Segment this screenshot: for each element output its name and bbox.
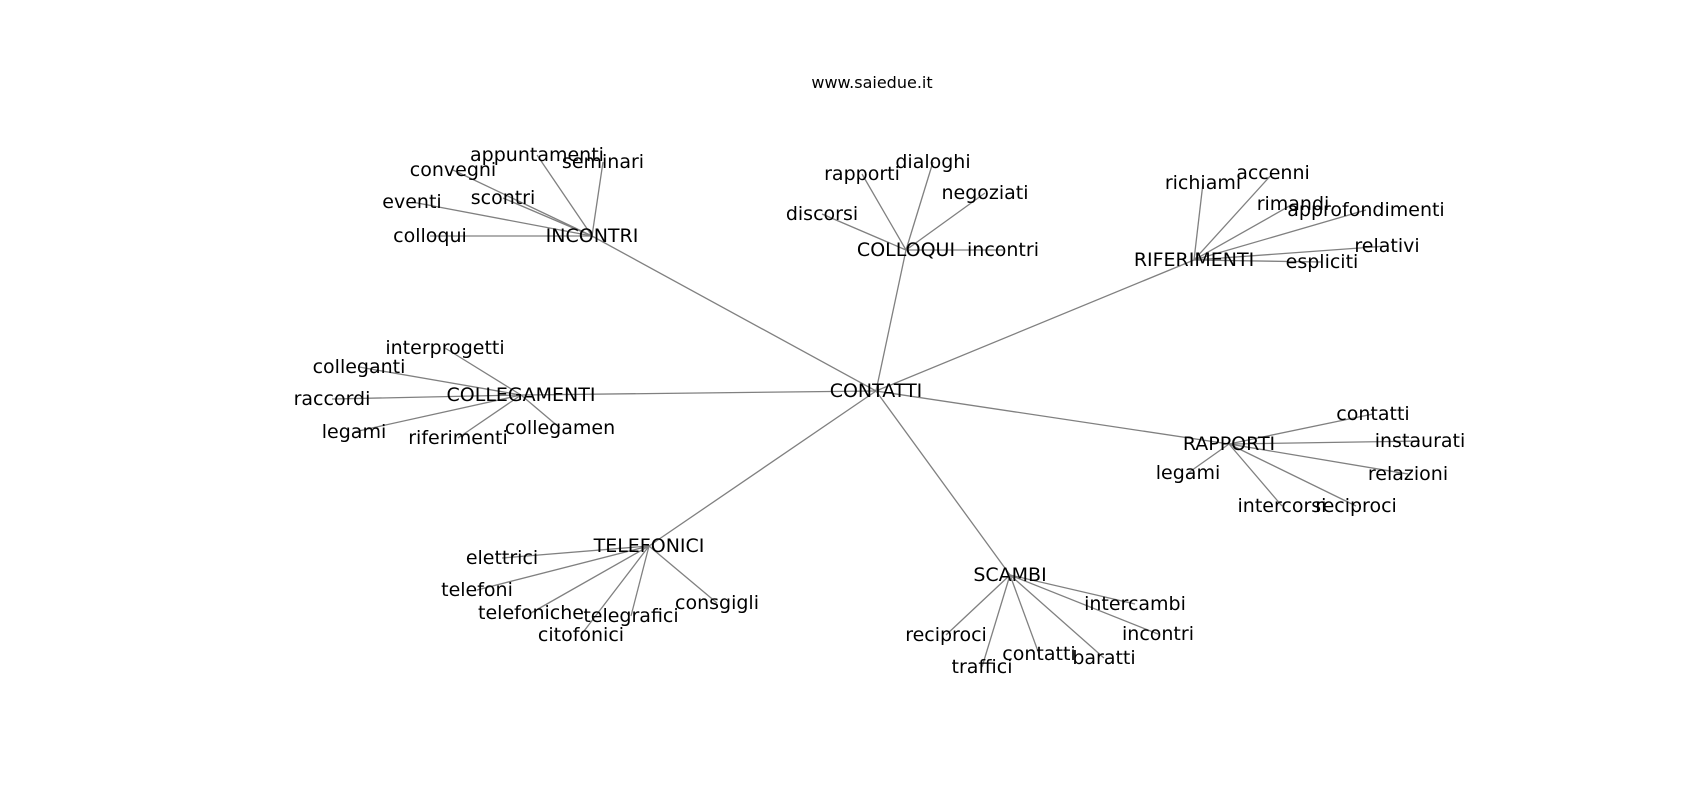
edge-root-rapporti xyxy=(875,390,1230,445)
node-leaf-collegamenti-interprogetti: interprogetti xyxy=(385,337,504,359)
edge-riferimenti-relativi xyxy=(1193,245,1388,261)
node-hub-incontri: INCONTRI xyxy=(546,225,639,247)
edge-telefonici-citofonici xyxy=(580,545,650,636)
edge-colloqui-rapporti xyxy=(861,173,907,251)
node-leaf-riferimenti-espliciti: espliciti xyxy=(1286,251,1359,273)
edge-riferimenti-richiami xyxy=(1193,182,1204,261)
node-leaf-scambi-baratti: baratti xyxy=(1072,647,1135,669)
edge-riferimenti-approfondimenti xyxy=(1193,209,1367,261)
edge-rapporti-instaurati xyxy=(1228,440,1421,445)
node-leaf-telefonici-elettrici: elettrici xyxy=(466,547,538,569)
node-leaf-rapporti-intercorsi: intercorsi xyxy=(1238,495,1327,517)
edge-root-colloqui xyxy=(875,249,907,392)
node-leaf-incontri-colloqui: colloqui xyxy=(393,225,467,247)
edge-scambi-baratti xyxy=(1009,574,1105,659)
node-leaf-scambi-reciproci: reciproci xyxy=(905,624,987,646)
node-leaf-collegamenti-riferimenti: riferimenti xyxy=(408,427,508,449)
node-leaf-colloqui-dialoghi: dialoghi xyxy=(895,151,970,173)
node-root: CONTATTI xyxy=(830,380,923,402)
node-hub-scambi: SCAMBI xyxy=(973,564,1046,586)
node-leaf-incontri-convegni: convegni xyxy=(410,159,496,181)
edge-incontri-convegni xyxy=(452,169,593,237)
edge-scambi-intercambi xyxy=(1009,574,1136,605)
node-leaf-riferimenti-relativi: relativi xyxy=(1354,235,1419,257)
edge-incontri-appuntamenti xyxy=(536,154,593,237)
node-hub-telefonici: TELEFONICI xyxy=(593,535,705,557)
node-leaf-collegamenti-collegamen: collegamen xyxy=(505,417,615,439)
edge-collegamenti-legami xyxy=(353,394,522,433)
edge-root-collegamenti xyxy=(520,390,877,396)
edge-riferimenti-rimandi xyxy=(1193,203,1294,261)
node-leaf-incontri-appuntamenti: appuntamenti xyxy=(470,144,604,166)
edge-riferimenti-accenni xyxy=(1193,172,1274,261)
edge-collegamenti-collegamen xyxy=(520,394,561,429)
node-leaf-rapporti-relazioni: relazioni xyxy=(1368,463,1448,485)
node-leaf-riferimenti-approfondimenti: approfondimenti xyxy=(1287,199,1444,221)
node-leaf-incontri-seminari: seminari xyxy=(562,151,644,173)
node-leaf-scambi-traffici: traffici xyxy=(952,656,1013,678)
edge-rapporti-reciproci xyxy=(1228,443,1357,507)
node-leaf-collegamenti-raccordi: raccordi xyxy=(294,388,371,410)
node-leaf-collegamenti-colleganti: colleganti xyxy=(313,356,406,378)
node-leaf-telefonici-telefoniche: telefoniche xyxy=(478,602,584,624)
edge-collegamenti-raccordi xyxy=(331,394,522,400)
edge-incontri-eventi xyxy=(411,201,593,237)
node-leaf-scambi-incontri: incontri xyxy=(1122,623,1194,645)
node-hub-collegamenti: COLLEGAMENTI xyxy=(447,384,596,406)
edge-telefonici-telefoniche xyxy=(530,545,650,614)
node-leaf-telefonici-telefoni: telefoni xyxy=(441,579,513,601)
node-leaf-collegamenti-legami: legami xyxy=(322,421,386,443)
edge-scambi-traffici xyxy=(981,574,1011,668)
edges-layer xyxy=(331,154,1421,668)
node-leaf-colloqui-rapporti: rapporti xyxy=(824,163,900,185)
edge-collegamenti-interprogetti xyxy=(444,347,522,396)
edge-telefonici-elettrici xyxy=(501,545,650,559)
edge-root-riferimenti xyxy=(875,259,1195,392)
edge-root-scambi xyxy=(875,390,1011,576)
edge-incontri-seminari xyxy=(591,161,604,237)
node-leaf-incontri-scontri: scontri xyxy=(471,187,536,209)
edge-colloqui-discorsi xyxy=(821,213,907,251)
node-leaf-riferimenti-accenni: accenni xyxy=(1236,162,1310,184)
node-leaf-rapporti-contatti: contatti xyxy=(1336,403,1409,425)
edge-telefonici-consgigli xyxy=(648,545,718,604)
edge-scambi-reciproci xyxy=(945,574,1011,636)
edge-incontri-scontri xyxy=(502,197,593,237)
node-leaf-scambi-contatti: contatti xyxy=(1002,643,1075,665)
edge-telefonici-telegrafici xyxy=(630,545,650,617)
node-leaf-rapporti-instaurati: instaurati xyxy=(1375,430,1466,452)
edge-scambi-incontri xyxy=(1009,574,1159,635)
node-hub-riferimenti: RIFERIMENTI xyxy=(1134,249,1254,271)
edge-rapporti-contatti xyxy=(1228,413,1374,445)
node-leaf-colloqui-discorsi: discorsi xyxy=(786,203,858,225)
edge-rapporti-relazioni xyxy=(1228,443,1409,475)
edge-root-incontri xyxy=(591,235,877,392)
edge-rapporti-intercorsi xyxy=(1228,443,1283,507)
node-leaf-telefonici-consgigli: consgigli xyxy=(675,592,759,614)
edge-colloqui-negoziati xyxy=(905,192,986,251)
edge-scambi-contatti xyxy=(1009,574,1040,655)
edge-colloqui-dialoghi xyxy=(905,161,934,251)
node-leaf-telefonici-telegrafici: telegrafici xyxy=(583,605,678,627)
node-leaf-rapporti-legami: legami xyxy=(1156,462,1220,484)
node-leaf-telefonici-citofonici: citofonici xyxy=(538,624,624,646)
node-hub-rapporti: RAPPORTI xyxy=(1183,433,1275,455)
edge-root-telefonici xyxy=(648,390,877,547)
edge-riferimenti-espliciti xyxy=(1193,259,1323,263)
node-leaf-riferimenti-richiami: richiami xyxy=(1165,172,1241,194)
edge-collegamenti-colleganti xyxy=(358,366,522,396)
node-leaf-riferimenti-rimandi: rimandi xyxy=(1257,193,1330,215)
edge-collegamenti-riferimenti xyxy=(457,394,522,439)
edge-telefonici-telefoni xyxy=(476,545,650,591)
node-leaf-scambi-intercambi: intercambi xyxy=(1084,593,1186,615)
node-leaf-rapporti-reciproci: reciproci xyxy=(1315,495,1397,517)
node-hub-colloqui: COLLOQUI xyxy=(857,239,955,261)
node-leaf-colloqui-negoziati: negoziati xyxy=(941,182,1028,204)
site-title: www.saiedue.it xyxy=(811,73,932,92)
node-leaf-colloqui-incontri: incontri xyxy=(967,239,1039,261)
node-leaf-incontri-eventi: eventi xyxy=(382,191,441,213)
edge-rapporti-legami xyxy=(1187,443,1230,474)
